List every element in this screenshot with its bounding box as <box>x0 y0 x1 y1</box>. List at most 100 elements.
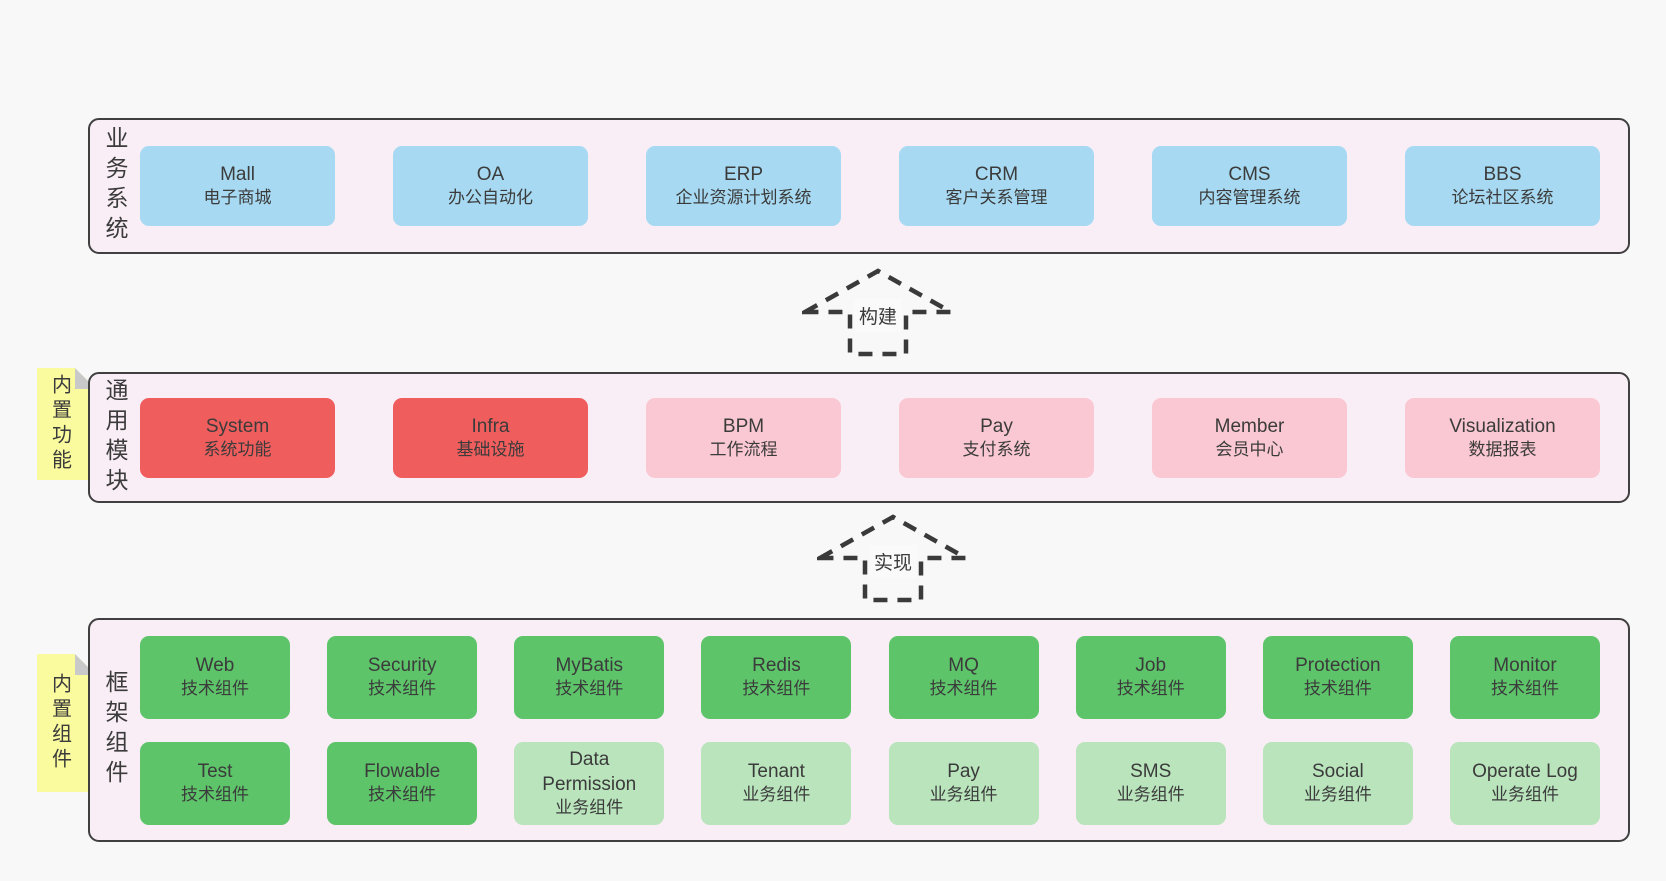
box-subtitle: 企业资源计划系统 <box>675 188 812 208</box>
box-subtitle: 技术组件 <box>555 679 624 699</box>
up-arrow-icon <box>817 514 969 603</box>
box-title: Tenant <box>747 761 805 783</box>
box-title: Member <box>1214 415 1285 437</box>
box-mybatis: MyBatis 技术组件 <box>514 635 665 719</box>
box-redis: Redis 技术组件 <box>701 635 852 719</box>
box-subtitle: 支付系统 <box>962 439 1031 459</box>
box-title: Test <box>197 761 233 783</box>
box-member: Member 会员中心 <box>1152 397 1347 478</box>
box-title: Monitor <box>1493 655 1557 677</box>
box-pay-system: Pay 支付系统 <box>899 397 1094 478</box>
box-sms: SMS 业务组件 <box>1075 741 1226 825</box>
box-title: OA <box>476 164 505 186</box>
box-protection: Protection 技术组件 <box>1262 635 1413 719</box>
box-title: Security <box>367 655 437 677</box>
box-title: SMS <box>1130 761 1172 783</box>
box-bpm: BPM 工作流程 <box>646 397 841 478</box>
box-subtitle: 技术组件 <box>1116 679 1185 699</box>
box-subtitle: 业务组件 <box>1116 785 1185 805</box>
box-security: Security 技术组件 <box>327 635 478 719</box>
box-title: MQ <box>948 655 979 677</box>
box-subtitle: 技术组件 <box>1303 679 1372 699</box>
box-title: Operate Log <box>1472 761 1578 783</box>
section-label-common: 通用模块 <box>102 377 128 498</box>
arrow-label: 构建 <box>853 299 903 332</box>
box-subtitle: 办公自动化 <box>448 188 533 208</box>
section-common-modules: 通用模块 System 系统功能 Infra 基础设施 BPM 工作流程 Pay… <box>88 372 1630 503</box>
box-mq: MQ 技术组件 <box>888 635 1039 719</box>
box-title: Job <box>1135 655 1167 677</box>
box-title: Social <box>1311 761 1364 783</box>
box-subtitle: 业务组件 <box>742 785 811 805</box>
box-pay-component: Pay 业务组件 <box>888 741 1039 825</box>
sticky-note-label: 内置组件 <box>48 673 71 773</box>
sticky-note-label: 内置功能 <box>48 374 71 474</box>
box-title: CRM <box>974 164 1019 186</box>
box-subtitle: 技术组件 <box>181 785 249 805</box>
box-title: Web <box>195 655 235 677</box>
components-row-1: Web 技术组件 Security 技术组件 MyBatis 技术组件 Redi… <box>140 635 1600 719</box>
box-subtitle: 业务组件 <box>929 785 998 805</box>
box-subtitle: 业务组件 <box>1303 785 1372 805</box>
box-title: Redis <box>752 655 801 677</box>
box-subtitle: 客户关系管理 <box>945 188 1048 208</box>
box-subtitle: 技术组件 <box>181 679 249 699</box>
components-boxes-grid: Web 技术组件 Security 技术组件 MyBatis 技术组件 Redi… <box>126 635 1628 825</box>
section-label-business: 业务系统 <box>102 126 128 246</box>
up-arrow-icon <box>802 268 954 357</box>
box-job: Job 技术组件 <box>1075 635 1226 719</box>
section-label-components: 框架组件 <box>102 670 128 790</box>
box-oa: OA 办公自动化 <box>393 146 588 226</box>
box-subtitle: 基础设施 <box>456 439 525 459</box>
box-social: Social 业务组件 <box>1262 741 1413 825</box>
box-title: System <box>205 415 270 437</box>
box-tenant: Tenant 业务组件 <box>701 741 852 825</box>
common-boxes-row: System 系统功能 Infra 基础设施 BPM 工作流程 Pay 支付系统… <box>126 397 1628 478</box>
box-subtitle: 工作流程 <box>709 439 778 459</box>
box-subtitle: 技术组件 <box>1490 679 1559 699</box>
components-row-2: Test 技术组件 Flowable 技术组件 Data Permission … <box>140 741 1600 825</box>
box-title: BPM <box>722 415 765 437</box>
box-visualization: Visualization 数据报表 <box>1405 397 1600 478</box>
box-bbs: BBS 论坛社区系统 <box>1405 146 1600 226</box>
box-title: Visualization <box>1449 415 1556 437</box>
box-cms: CMS 内容管理系统 <box>1152 146 1347 226</box>
box-flowable: Flowable 技术组件 <box>327 741 478 825</box>
box-infra: Infra 基础设施 <box>393 397 588 478</box>
box-title: Infra <box>471 415 510 437</box>
box-subtitle: 技术组件 <box>368 679 437 699</box>
box-data-permission: Data Permission 业务组件 <box>514 741 665 825</box>
box-erp: ERP 企业资源计划系统 <box>646 146 841 226</box>
box-operate-log: Operate Log 业务组件 <box>1449 741 1600 825</box>
box-subtitle: 技术组件 <box>742 679 811 699</box>
box-subtitle: 会员中心 <box>1215 439 1284 459</box>
box-title: BBS <box>1483 164 1522 186</box>
box-mall: Mall 电子商城 <box>140 146 335 226</box>
business-boxes-row: Mall 电子商城 OA 办公自动化 ERP 企业资源计划系统 CRM 客户关系… <box>126 146 1628 226</box>
box-subtitle: 业务组件 <box>1490 785 1559 805</box>
box-title: ERP <box>723 164 764 186</box>
box-crm: CRM 客户关系管理 <box>899 146 1094 226</box>
box-subtitle: 电子商城 <box>203 188 272 208</box>
box-system: System 系统功能 <box>140 397 335 478</box>
box-subtitle: 技术组件 <box>929 679 998 699</box>
sticky-note-builtin-features: 内置功能 <box>37 368 96 480</box>
box-subtitle: 系统功能 <box>203 439 272 459</box>
box-subtitle: 技术组件 <box>368 785 437 805</box>
box-subtitle: 数据报表 <box>1468 439 1537 459</box>
arrow-build: 构建 <box>802 265 954 357</box>
box-test: Test 技术组件 <box>140 741 290 825</box>
box-title: Mall <box>220 164 255 186</box>
box-monitor: Monitor 技术组件 <box>1449 635 1600 719</box>
box-title: Pay <box>980 415 1013 437</box>
box-title: Protection <box>1295 655 1381 677</box>
arrow-label: 实现 <box>868 545 918 578</box>
box-subtitle: 业务组件 <box>555 797 624 817</box>
box-subtitle: 论坛社区系统 <box>1451 188 1554 208</box>
box-web: Web 技术组件 <box>140 635 290 719</box>
box-title: CMS <box>1228 164 1271 186</box>
box-title: MyBatis <box>555 655 624 677</box>
arrow-implement: 实现 <box>817 511 969 603</box>
section-framework-components: 框架组件 Web 技术组件 Security 技术组件 MyBatis 技术组件… <box>88 618 1630 842</box>
